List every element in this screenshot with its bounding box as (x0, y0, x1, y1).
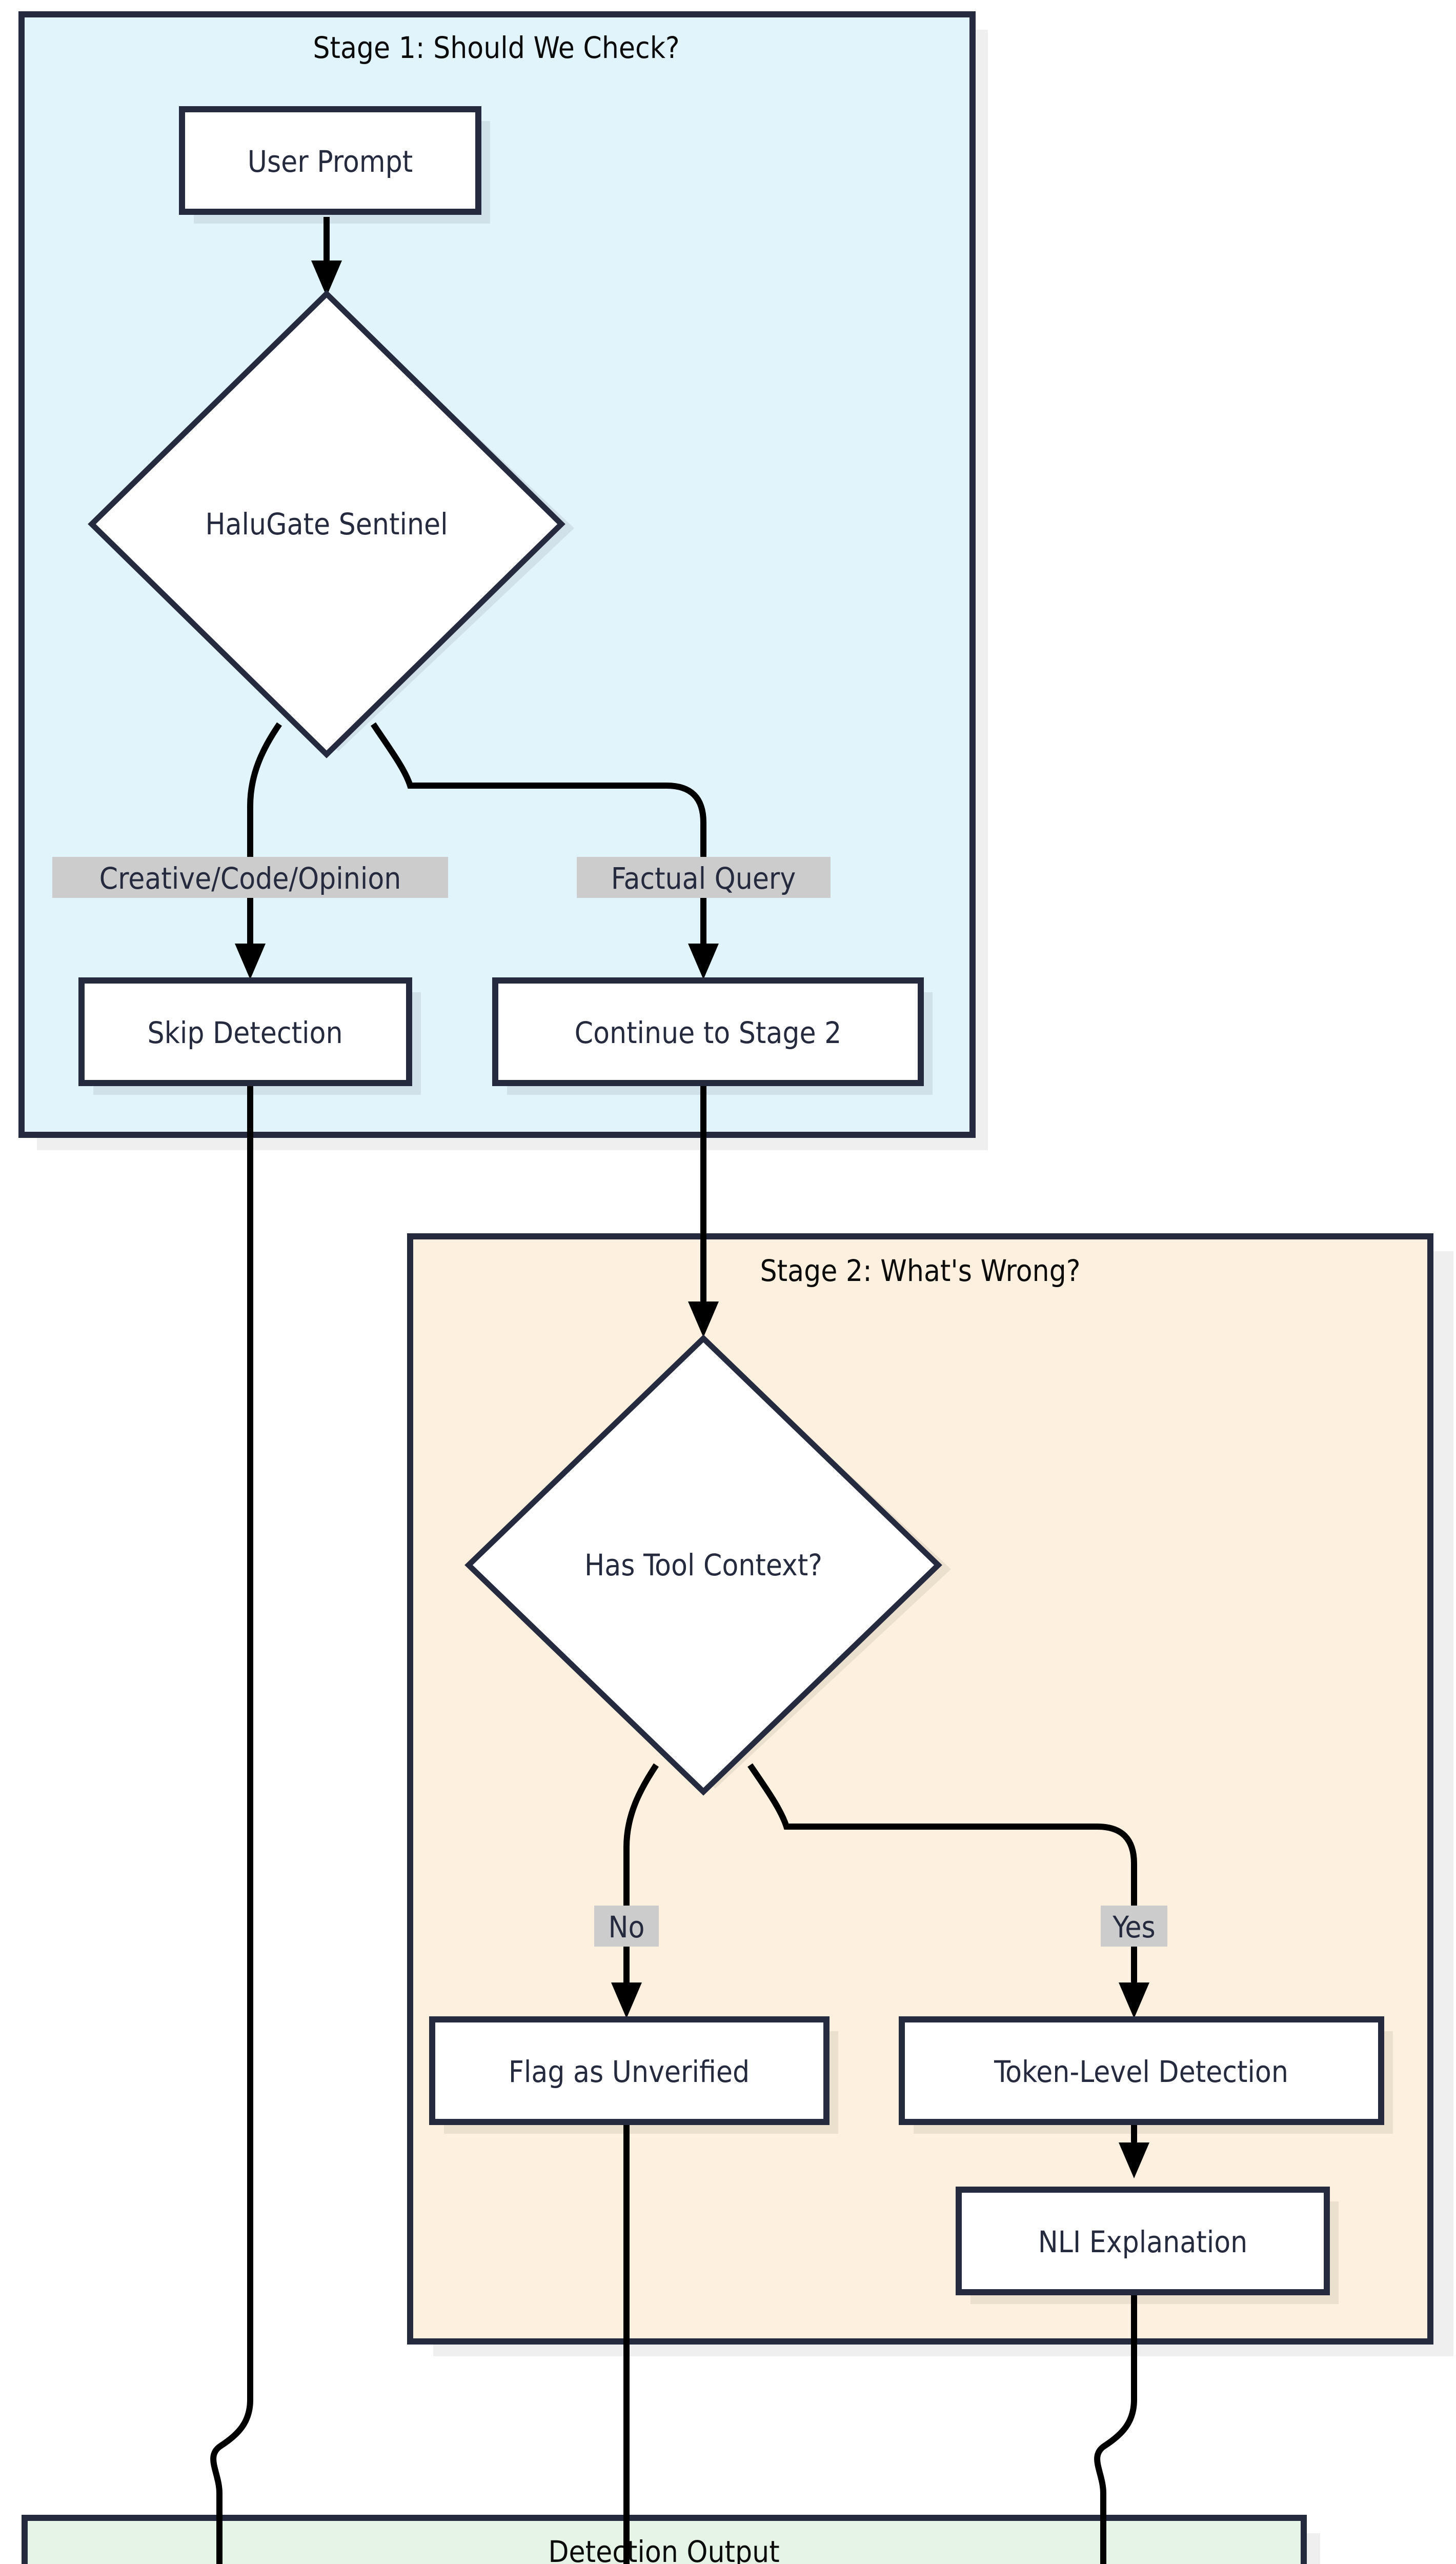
edge-sentinel-to-continue-stage2 (371, 722, 719, 979)
node-halugate-sentinel[interactable]: HaluGate Sentinel (88, 290, 574, 758)
edge-label-factual-query: Factual Query (577, 857, 831, 898)
edge-flag-unverified-to-warning-header (623, 2112, 630, 2564)
edge-label-no: No (594, 1906, 659, 1947)
stage1-title: Stage 1: Should We Check? (313, 30, 679, 65)
node-token-level-detection-label: Token-Level Detection (994, 2054, 1288, 2089)
node-skip-detection-box[interactable] (78, 977, 412, 1086)
node-has-tool-context-diamond[interactable] (464, 1334, 942, 1796)
arrow-head-icon (688, 944, 719, 979)
stage2-title: Stage 2: What's Wrong? (760, 1253, 1081, 1288)
arrow-head-icon (1119, 1982, 1149, 2018)
node-halugate-sentinel-label: HaluGate Sentinel (205, 507, 448, 542)
node-continue-stage2[interactable]: Continue to Stage 2 (492, 977, 933, 1095)
edge-has-tool-context-to-flag-unverified (611, 1763, 659, 2018)
arrow-head-icon (311, 261, 342, 296)
cluster-stage2: Stage 2: What's Wrong? (407, 1233, 1433, 2345)
cluster-output: Detection Output (22, 2515, 1307, 2564)
arrow-head-icon (611, 1982, 642, 2018)
output-title: Detection Output (548, 2534, 779, 2564)
node-token-level-detection-box[interactable] (899, 2016, 1384, 2125)
arrow-head-icon (688, 1301, 719, 1337)
node-continue-stage2-label: Continue to Stage 2 (575, 1015, 842, 1050)
node-nli-explanation-box[interactable] (956, 2187, 1330, 2295)
node-continue-stage2-box[interactable] (492, 977, 924, 1086)
node-flag-unverified-label: Flag as Unverified (509, 2054, 750, 2089)
edge-sentinel-to-skip-detection (235, 722, 282, 979)
edge-label-text: Factual Query (611, 861, 796, 896)
edge-nli-to-detailed-report (1094, 2282, 1137, 2564)
stage2-background (407, 1233, 1433, 2345)
node-skip-detection-label: Skip Detection (147, 1015, 342, 1050)
arrow-head-icon (1119, 2142, 1149, 2178)
node-nli-explanation-label: NLI Explanation (1038, 2225, 1247, 2259)
node-token-level-detection[interactable]: Token-Level Detection (899, 2016, 1393, 2134)
node-flag-unverified-box[interactable] (429, 2016, 830, 2125)
node-user-prompt[interactable]: User Prompt (179, 106, 490, 224)
edge-label-text: No (609, 1910, 645, 1945)
arrow-head-icon (235, 944, 266, 979)
node-skip-detection[interactable]: Skip Detection (78, 977, 421, 1095)
edge-label-text: Creative/Code/Opinion (99, 861, 401, 896)
edge-skip-detection-to-pass-through (210, 1072, 253, 2564)
node-flag-unverified[interactable]: Flag as Unverified (429, 2016, 838, 2134)
edge-label-creative-code-opinion: Creative/Code/Opinion (52, 857, 448, 898)
edge-user-prompt-to-sentinel (311, 217, 342, 296)
edge-label-yes: Yes (1101, 1906, 1167, 1947)
edge-label-text: Yes (1112, 1910, 1155, 1945)
edge-has-tool-context-to-token-detection (747, 1763, 1149, 2018)
output-background (22, 2515, 1307, 2564)
node-user-prompt-label: User Prompt (248, 144, 413, 179)
node-has-tool-context[interactable]: Has Tool Context? (464, 1334, 951, 1796)
node-user-prompt-box[interactable] (179, 106, 481, 215)
edge-continue-to-has-tool-context (688, 1072, 719, 1337)
node-halugate-sentinel-diamond[interactable] (88, 290, 565, 758)
node-nli-explanation[interactable]: NLI Explanation (956, 2187, 1339, 2304)
node-has-tool-context-label: Has Tool Context? (584, 1548, 822, 1583)
